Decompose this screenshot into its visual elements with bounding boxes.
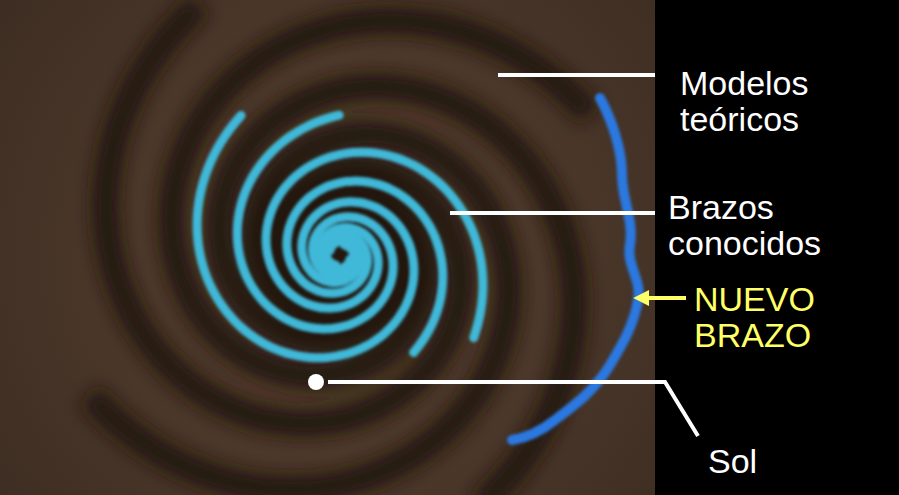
sun-label: Sol xyxy=(708,444,858,480)
sun-dot xyxy=(308,374,324,390)
galaxy-panel xyxy=(0,0,655,495)
pointer-arrow xyxy=(646,296,686,300)
arm-label: Brazos conocidos xyxy=(668,190,883,261)
new-arm xyxy=(512,98,639,440)
known-arms xyxy=(197,115,483,358)
leader-line xyxy=(450,211,655,215)
leader-line xyxy=(498,73,655,77)
known-arm xyxy=(197,116,414,358)
known-arm xyxy=(237,115,393,329)
model-bands xyxy=(90,5,589,495)
leader-line xyxy=(328,382,698,436)
model-band xyxy=(90,134,508,490)
new-arm-label: NUEVO BRAZO xyxy=(694,282,844,353)
model-label: Modelos teóricos xyxy=(680,66,880,137)
